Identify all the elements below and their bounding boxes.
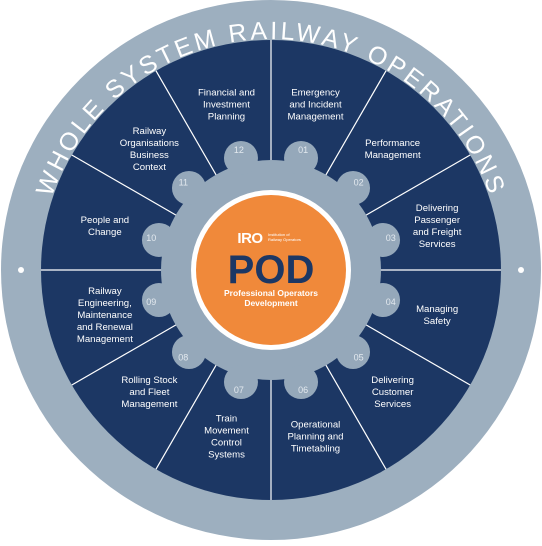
segment-label-line: Management (288, 111, 344, 122)
segment-label-line: Managing (416, 304, 458, 315)
gear-tooth (223, 140, 258, 175)
segment-number-08: 08 (178, 353, 188, 363)
segment-label-line: Maintenance (77, 310, 132, 321)
segment-number-10: 10 (146, 233, 156, 243)
gear-tooth (223, 365, 258, 400)
segment-label-line: Performance (365, 138, 420, 149)
gear-tooth (336, 170, 371, 205)
pod-title: POD (228, 248, 315, 292)
segment-number-11: 11 (179, 177, 188, 187)
segment-label-line: Management (121, 399, 177, 410)
segment-label-line: Train (216, 414, 238, 425)
segment-label-line: Context (133, 162, 166, 173)
segment-label-line: Engineering, (78, 298, 132, 309)
segment-label-line: Control (211, 438, 242, 449)
iro-logo-subtext-2: Railway Operators (268, 237, 301, 242)
segment-label-line: Change (88, 227, 122, 238)
segment-number-03: 03 (386, 233, 396, 243)
segment-label-line: Delivering (416, 203, 459, 214)
gear-tooth (284, 365, 319, 400)
segment-label-line: Rolling Stock (121, 375, 177, 386)
segment-number-04: 04 (386, 297, 396, 307)
pod-subtitle-line-1: Professional Operators (224, 288, 318, 298)
segment-label-line: Management (365, 150, 421, 161)
gear-tooth (141, 222, 176, 257)
segment-label-line: Customer (372, 387, 414, 398)
segment-label-line: Planning and (288, 432, 344, 443)
segment-label-line: Systems (208, 450, 245, 461)
segment-number-07: 07 (234, 385, 244, 395)
iro-logo-subtext-1: Institution of (268, 232, 290, 237)
segment-label-line: and Freight (413, 227, 462, 238)
center-circle (196, 195, 346, 345)
gear-tooth (141, 283, 176, 318)
segment-label-line: Organisations (120, 138, 179, 149)
segment-number-12: 12 (234, 145, 244, 155)
ring-dot-right (518, 267, 524, 273)
segment-number-02: 02 (354, 177, 364, 187)
segment-label-line: Safety (424, 316, 451, 327)
segment-label-line: Management (77, 334, 133, 345)
iro-logo: IRO (237, 230, 263, 247)
segment-label-line: Planning (208, 111, 245, 122)
gear-tooth (171, 335, 206, 370)
pod-subtitle-line-2: Development (244, 298, 298, 308)
segment-label-line: and Fleet (129, 387, 169, 398)
gear-tooth (366, 222, 401, 257)
segment-label-line: and Renewal (77, 322, 133, 333)
segment-number-01: 01 (298, 145, 308, 155)
segment-label-line: Railway (88, 286, 122, 297)
segment-label-line: Services (374, 399, 411, 410)
ring-dot-left (18, 267, 24, 273)
segment-label-line: Investment (203, 99, 250, 110)
gear-tooth (336, 335, 371, 370)
segment-label-line: People and (81, 215, 130, 226)
segment-number-06: 06 (298, 385, 308, 395)
segment-label-line: Movement (204, 426, 249, 437)
segment-label-line: Emergency (291, 87, 340, 98)
segment-label-line: Business (130, 150, 169, 161)
center-badge: IRO Institution of Railway Operators POD… (191, 190, 351, 350)
gear-tooth (366, 283, 401, 318)
segment-label-line: Railway (133, 126, 167, 137)
segment-label-line: Services (419, 239, 456, 250)
gear-tooth (171, 170, 206, 205)
segment-label-line: Timetabling (291, 444, 340, 455)
segment-number-09: 09 (146, 297, 156, 307)
segment-number-05: 05 (354, 353, 364, 363)
segment-label-line: Passenger (414, 215, 461, 226)
segment-label-line: Delivering (371, 375, 414, 386)
segment-label-line: Operational (291, 420, 341, 431)
gear-tooth (284, 140, 319, 175)
segment-label-line: and Incident (289, 99, 342, 110)
segment-numbers: 01 02 03 04 05 06 07 08 09 10 11 12 (146, 145, 396, 395)
segment-label-line: Financial and (198, 87, 255, 98)
